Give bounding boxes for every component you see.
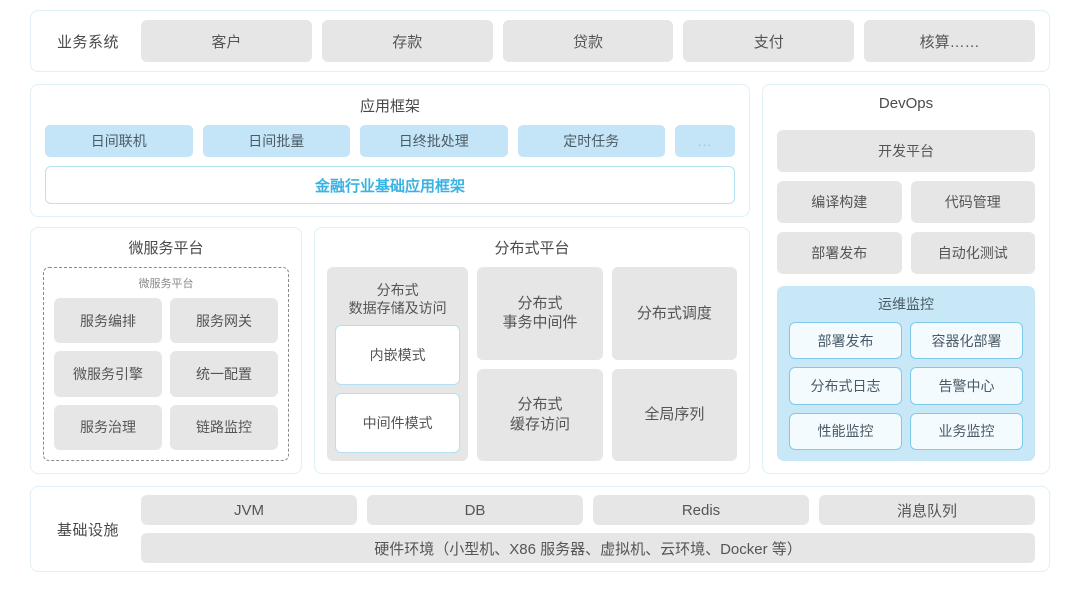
distributed-item-line1: 分布式	[517, 396, 563, 414]
distributed-item[interactable]: 全局序列	[611, 368, 737, 461]
distributed-platform-panel: 分布式平台 分布式 数据存储及访问 内嵌模式 中间件模式	[314, 227, 750, 474]
business-systems-label: 业务系统	[56, 33, 119, 51]
microservice-item[interactable]: 链路监控	[170, 404, 278, 450]
ops-monitor-item[interactable]: 业务监控	[910, 412, 1023, 450]
distributed-data-storage-title-line1: 分布式	[376, 282, 419, 298]
microservice-item[interactable]: 服务治理	[54, 404, 162, 450]
app-framework-tag[interactable]: 日间联机	[45, 125, 193, 157]
ops-monitor-box: 运维监控 部署发布 容器化部署 分布式日志 告警中心 性能监控 业务监控	[777, 286, 1035, 461]
business-item[interactable]: 客户	[141, 20, 312, 62]
infrastructure-stack: JVM DB Redis 消息队列 硬件环境（小型机、X86 服务器、虚拟机、云…	[141, 495, 1035, 563]
distributed-platform-body: 分布式 数据存储及访问 内嵌模式 中间件模式 分布式 事务中间件	[327, 267, 737, 461]
ops-monitor-item[interactable]: 告警中心	[910, 367, 1023, 405]
ops-monitor-item[interactable]: 部署发布	[789, 322, 902, 360]
app-framework-tag[interactable]: 日间批量	[202, 125, 350, 157]
infrastructure-item[interactable]: 消息队列	[819, 495, 1035, 525]
app-framework-tag[interactable]: 日终批处理	[360, 125, 508, 157]
distributed-column-3: 分布式调度 全局序列	[611, 267, 737, 461]
devops-title: DevOps	[878, 95, 934, 112]
ops-monitor-grid: 部署发布 容器化部署 分布式日志 告警中心 性能监控 业务监控	[789, 322, 1023, 450]
devops-pair-row: 编译构建 代码管理	[777, 181, 1035, 223]
ops-monitor-item[interactable]: 分布式日志	[789, 367, 902, 405]
distributed-column-2: 分布式 事务中间件 分布式 缓存访问	[477, 267, 603, 461]
microservice-items-grid: 服务编排 服务网关 微服务引擎 统一配置 服务治理 链路监控	[54, 298, 278, 450]
devops-platform-tile[interactable]: 开发平台	[777, 130, 1035, 172]
distributed-item[interactable]: 分布式调度	[611, 267, 737, 360]
devops-item[interactable]: 代码管理	[910, 181, 1035, 223]
ops-monitor-title: 运维监控	[878, 296, 934, 312]
devops-item[interactable]: 部署发布	[777, 232, 902, 274]
ops-monitor-item[interactable]: 容器化部署	[910, 322, 1023, 360]
ops-monitor-item[interactable]: 性能监控	[789, 412, 902, 450]
infrastructure-label: 基础设施	[56, 521, 119, 539]
business-item[interactable]: 存款	[321, 20, 493, 62]
business-item[interactable]: 支付	[683, 20, 855, 62]
microservice-item[interactable]: 服务编排	[54, 298, 162, 344]
embedded-mode-tile[interactable]: 内嵌模式	[335, 325, 461, 386]
devops-panel: DevOps 开发平台 编译构建 代码管理 部署发布 自动化测试 运维监控 部署…	[762, 84, 1050, 474]
distributed-platform-title: 分布式平台	[494, 240, 570, 257]
distributed-data-storage-title: 分布式 数据存储及访问	[335, 275, 460, 325]
devops-pair-row: 部署发布 自动化测试	[777, 232, 1035, 274]
business-systems-items: 客户 存款 贷款 支付 核算……	[141, 20, 1035, 62]
distributed-item[interactable]: 分布式 缓存访问	[477, 368, 603, 461]
distributed-item-line1: 分布式	[517, 294, 563, 312]
microservice-platform-panel: 微服务平台 微服务平台 服务编排 服务网关 微服务引擎 统一配置 服务治理 链路…	[30, 227, 302, 474]
infrastructure-item[interactable]: DB	[367, 495, 583, 525]
application-framework-tags: 日间联机 日间批量 日终批处理 定时任务 ...	[45, 125, 735, 157]
microservice-item[interactable]: 统一配置	[170, 351, 278, 397]
devops-item[interactable]: 自动化测试	[910, 232, 1035, 274]
app-framework-tag[interactable]: 定时任务	[517, 125, 665, 157]
hardware-environment-tile[interactable]: 硬件环境（小型机、X86 服务器、虚拟机、云环境、Docker 等）	[141, 533, 1035, 563]
business-systems-panel: 业务系统 客户 存款 贷款 支付 核算……	[30, 10, 1050, 72]
distributed-data-storage-title-line2: 数据存储及访问	[348, 300, 447, 317]
distributed-item-line2: 事务中间件	[502, 314, 578, 332]
infrastructure-items-row: JVM DB Redis 消息队列	[141, 495, 1035, 525]
infrastructure-item[interactable]: JVM	[141, 495, 357, 525]
devops-item[interactable]: 编译构建	[777, 181, 902, 223]
microservice-inner-box: 微服务平台 服务编排 服务网关 微服务引擎 统一配置 服务治理 链路监控	[43, 267, 289, 461]
hardware-environment-row: 硬件环境（小型机、X86 服务器、虚拟机、云环境、Docker 等）	[141, 533, 1035, 563]
infrastructure-item[interactable]: Redis	[593, 495, 809, 525]
microservice-item[interactable]: 微服务引擎	[54, 351, 162, 397]
business-item[interactable]: 核算……	[864, 20, 1035, 62]
app-framework-more-tag[interactable]: ...	[675, 125, 735, 157]
distributed-item[interactable]: 分布式 事务中间件	[477, 267, 603, 360]
platform-column: 应用框架 日间联机 日间批量 日终批处理 定时任务 ... 金融行业基础应用框架…	[30, 84, 750, 474]
business-item[interactable]: 贷款	[502, 20, 674, 62]
microservice-inner-title: 微服务平台	[138, 278, 194, 290]
middle-region: 应用框架 日间联机 日间批量 日终批处理 定时任务 ... 金融行业基础应用框架…	[30, 84, 1050, 474]
distributed-item-line2: 缓存访问	[509, 415, 570, 433]
microservice-item[interactable]: 服务网关	[170, 298, 278, 344]
financial-base-framework-bar[interactable]: 金融行业基础应用框架	[45, 166, 735, 204]
application-framework-title: 应用框架	[359, 98, 420, 115]
middleware-mode-tile[interactable]: 中间件模式	[335, 393, 461, 453]
microservice-platform-title: 微服务平台	[128, 240, 204, 257]
platforms-row: 微服务平台 微服务平台 服务编排 服务网关 微服务引擎 统一配置 服务治理 链路…	[30, 227, 750, 474]
distributed-data-storage-group[interactable]: 分布式 数据存储及访问 内嵌模式 中间件模式	[327, 267, 469, 461]
application-framework-panel: 应用框架 日间联机 日间批量 日终批处理 定时任务 ... 金融行业基础应用框架	[30, 84, 750, 217]
infrastructure-panel: 基础设施 JVM DB Redis 消息队列 硬件环境（小型机、X86 服务器、…	[30, 486, 1050, 572]
